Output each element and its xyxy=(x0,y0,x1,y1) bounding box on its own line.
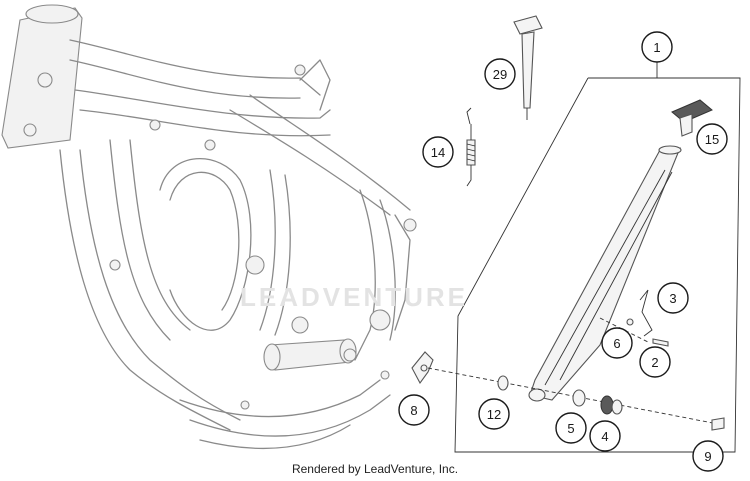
spring-part xyxy=(466,107,476,187)
callout-4: 4 xyxy=(589,420,621,452)
tool-part xyxy=(513,15,543,120)
callout-14: 14 xyxy=(422,136,454,168)
callout-14-label: 14 xyxy=(431,145,445,160)
callout-5-label: 5 xyxy=(567,421,574,436)
callout-3: 3 xyxy=(657,282,689,314)
callout-8-label: 8 xyxy=(410,403,417,418)
callout-15: 15 xyxy=(696,123,728,155)
callout-1: 1 xyxy=(641,31,673,63)
callout-4-label: 4 xyxy=(601,429,608,444)
callout-9: 9 xyxy=(692,440,724,472)
callout-12: 12 xyxy=(478,398,510,430)
callout-29: 29 xyxy=(484,58,516,90)
credit-text: Rendered by LeadVenture, Inc. xyxy=(291,462,459,476)
stand-bracket-part xyxy=(411,351,434,385)
callout-12-label: 12 xyxy=(487,407,501,422)
callout-3-label: 3 xyxy=(669,291,676,306)
side-stand-leg xyxy=(528,145,682,402)
assembly-box xyxy=(454,62,741,453)
callout-29-label: 29 xyxy=(493,67,507,82)
callout-2-label: 2 xyxy=(651,355,658,370)
callout-1-label: 1 xyxy=(653,40,660,55)
callout-6-label: 6 xyxy=(613,336,620,351)
callout-5: 5 xyxy=(555,412,587,444)
motorcycle-frame xyxy=(1,4,417,450)
hardware-parts xyxy=(427,289,725,431)
callout-8: 8 xyxy=(398,394,430,426)
callout-2: 2 xyxy=(639,346,671,378)
callout-6: 6 xyxy=(601,327,633,359)
callout-15-label: 15 xyxy=(705,132,719,147)
callout-9-label: 9 xyxy=(704,449,711,464)
watermark-text: LEADVENTURE xyxy=(240,282,469,312)
stand-foot-part xyxy=(671,99,713,137)
